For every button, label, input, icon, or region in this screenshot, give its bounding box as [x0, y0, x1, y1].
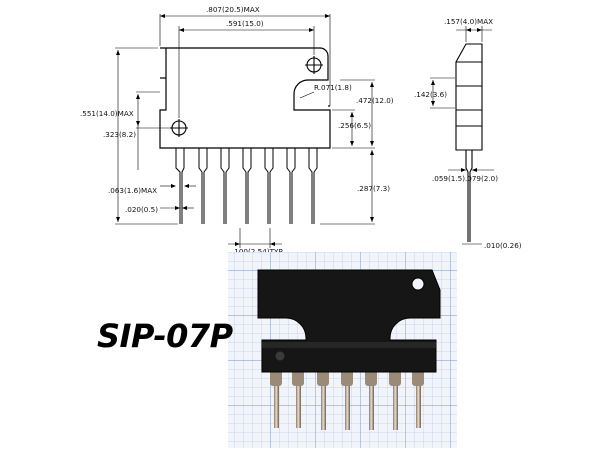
dim-tab-step: .142(3.6) [414, 90, 447, 99]
dim-lower-body-height: .256(6.5) [338, 121, 371, 130]
component-photo [228, 252, 457, 448]
arrowheads [116, 14, 374, 246]
dim-hole-height: .323(8.2) [103, 130, 136, 139]
photo-body-edge [262, 342, 436, 348]
pin1-marker-icon [275, 351, 285, 361]
dim-lead-offset-b: .079(2.0) [465, 174, 498, 183]
package-title: SIP-07P [97, 317, 233, 355]
front-view-leads [175, 148, 318, 224]
dim-lead-pitch: .100(2.54)TYP [232, 247, 283, 256]
front-view-outline [159, 47, 331, 149]
side-view-dimension-lines [430, 26, 494, 245]
dim-lead-thickness: .010(0.26) [484, 241, 522, 250]
side-view-arrowheads [431, 28, 482, 172]
dim-notch-radius: R.071(1.8) [314, 83, 352, 92]
dim-mounting-hole-pitch: .591(15.0) [226, 19, 264, 28]
photo-hole-icon [411, 277, 425, 291]
dim-thickness: .157(4.0)MAX [444, 17, 493, 26]
mounting-hole-icon [170, 56, 323, 137]
dim-lead-width-shoulder: .063(1.6)MAX [108, 186, 157, 195]
dim-body-height: .472(12.0) [356, 96, 394, 105]
dim-lead-width: .020(0.5) [125, 205, 158, 214]
side-view [455, 43, 483, 242]
dim-overall-width: .807(20.5)MAX [206, 5, 260, 14]
dim-overall-height: .551(14.0)MAX [80, 109, 134, 118]
dim-lead-length: .287(7.3) [357, 184, 390, 193]
dim-lead-offset-a: .059(1.5) [432, 174, 465, 183]
dimension-lines [115, 14, 375, 248]
